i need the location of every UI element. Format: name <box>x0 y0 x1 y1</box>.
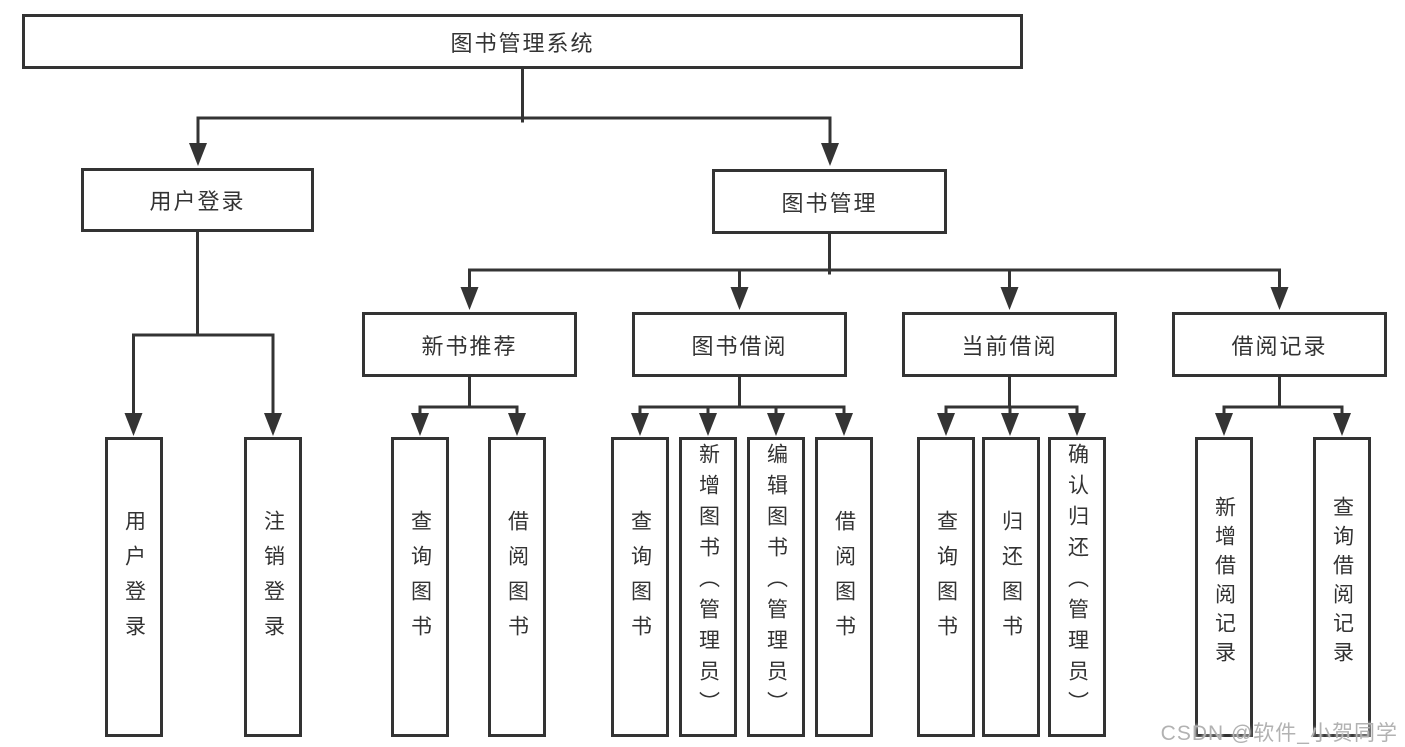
node-leaf-logout-login: 注销登录 <box>244 437 302 737</box>
node-leaf-confirm-return-admin: 确认归还（管理员） <box>1048 437 1106 737</box>
node-leaf-add-book-admin: 新增图书（管理员） <box>679 437 737 737</box>
node-borrow-records: 借阅记录 <box>1172 312 1387 377</box>
node-leaf-add-borrow-record: 新增借阅记录 <box>1195 437 1253 737</box>
node-root-system: 图书管理系统 <box>22 14 1023 69</box>
node-leaf-query-book-3: 查询图书 <box>917 437 975 737</box>
node-new-book-recommend: 新书推荐 <box>362 312 577 377</box>
node-leaf-query-borrow-record: 查询借阅记录 <box>1313 437 1371 737</box>
node-leaf-user-login: 用户登录 <box>105 437 163 737</box>
connector-paths <box>132 67 1344 418</box>
node-leaf-edit-book-admin: 编辑图书（管理员） <box>747 437 805 737</box>
node-user-login: 用户登录 <box>81 168 314 232</box>
node-leaf-borrow-book-1: 借阅图书 <box>488 437 546 737</box>
arrowhead-icons <box>124 143 1351 436</box>
node-leaf-borrow-book-2: 借阅图书 <box>815 437 873 737</box>
node-book-management: 图书管理 <box>712 169 947 234</box>
node-leaf-return-book: 归还图书 <box>982 437 1040 737</box>
csdn-watermark: CSDN @软件_小贺同学 <box>1160 722 1398 745</box>
node-leaf-query-book-1: 查询图书 <box>391 437 449 737</box>
node-leaf-query-book-2: 查询图书 <box>611 437 669 737</box>
node-current-borrow: 当前借阅 <box>902 312 1117 377</box>
node-book-borrow: 图书借阅 <box>632 312 847 377</box>
